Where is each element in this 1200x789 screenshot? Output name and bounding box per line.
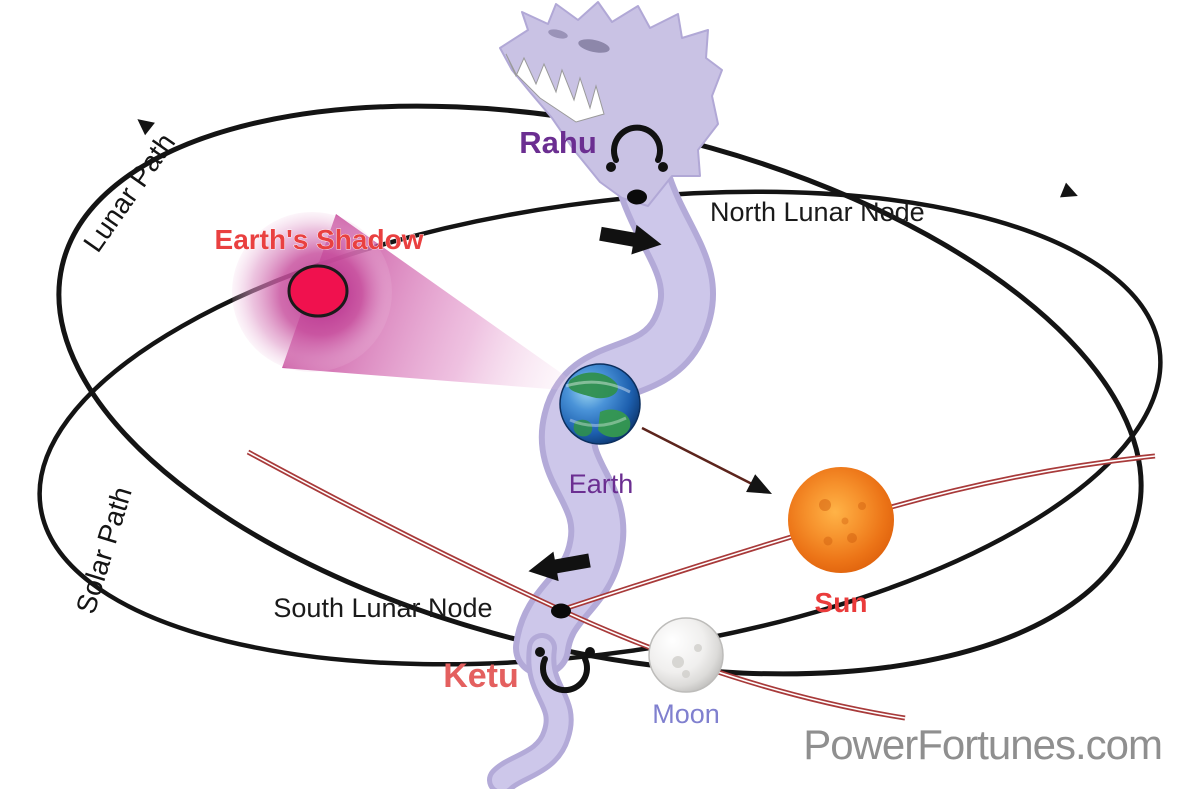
descending-node-icon [535, 647, 595, 694]
north-node-dot [627, 189, 647, 205]
moon-circle [648, 617, 724, 693]
earth-shadow-cone [232, 212, 588, 392]
solar-path-ellipse [37, 189, 1163, 667]
north-node-label: North Lunar Node [710, 197, 925, 227]
ketu-label: Ketu [443, 657, 519, 695]
lunar-path-label: Lunar Path [77, 128, 181, 258]
moon-label: Moon [652, 699, 720, 729]
arrowhead-icon [746, 474, 772, 494]
ascending-node-icon [606, 124, 668, 172]
dragon-eye [578, 39, 610, 53]
orbit-arrowhead-icon [1060, 182, 1078, 198]
earth-shadow-label: Earth's Shadow [215, 224, 424, 255]
north-node-arrow-icon [599, 224, 662, 255]
dragon-head [499, 1, 723, 207]
rahu-label: Rahu [519, 125, 597, 160]
south-node-arrow-icon [528, 551, 591, 582]
shadow-core [287, 264, 349, 318]
watermark: PowerFortunes.com [803, 721, 1162, 768]
dragon-teeth [505, 53, 605, 123]
earth-label: Earth [569, 469, 634, 499]
south-node-label: South Lunar Node [273, 593, 492, 623]
orbit-arrowhead-icon [137, 119, 155, 136]
earth-to-sun-arrow [641, 426, 772, 494]
sun-label: Sun [815, 587, 868, 618]
earth-globe [559, 363, 641, 445]
south-node-dot [551, 603, 571, 619]
solar-path-label: Solar Path [70, 483, 138, 617]
sun-circle [788, 467, 894, 573]
dragon-eye [548, 29, 568, 39]
